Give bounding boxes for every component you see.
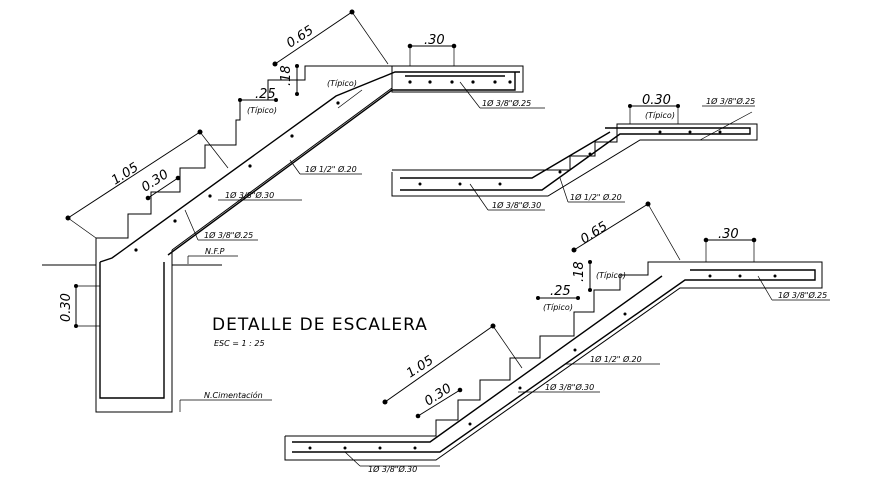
dim-18: .18: [279, 65, 294, 86]
callout-38-25-c: 1Ø 3/8"Ø.25: [706, 96, 755, 106]
dim-18b: .18: [572, 261, 587, 282]
tipico-4: (Típico): [543, 303, 573, 312]
step-profile: [96, 65, 392, 239]
middle-stair: 0.30 (Típico) 1Ø 3/8"Ø.25 1Ø 3/8"Ø.30 1Ø…: [391, 93, 758, 211]
dim-step-b: 0.30: [422, 381, 454, 409]
rebar-top: [99, 71, 520, 263]
rebar-bottom: [167, 72, 516, 256]
tipico-3: (Típico): [645, 111, 675, 120]
dim-line-030b: [417, 389, 461, 417]
top-landing: [391, 65, 524, 93]
drawing-title: DETALLE DE ESCALERA: [212, 315, 428, 335]
dim-line-030: [147, 177, 179, 199]
dim-line-065: [274, 11, 353, 65]
dim-mid30: 0.30: [642, 93, 671, 108]
left-stair: 1.05 0.30 0.65 .30 .25 (Típico) .18 (Típ…: [42, 9, 545, 413]
dim-105: 1.05: [109, 160, 141, 188]
callout-38-30-c: 1Ø 3/8"Ø.30: [545, 382, 594, 392]
dim-065b: 0.65: [578, 219, 610, 247]
callout-12-20-c: 1Ø 1/2" Ø.20: [590, 354, 642, 364]
callout-38-25-a: 1Ø 3/8"Ø.25: [482, 98, 531, 108]
tipico-5: (Típico): [596, 271, 626, 280]
dim-line-105b: [384, 325, 494, 403]
callout-38-25-b: 1Ø 3/8"Ø.25: [204, 230, 253, 240]
dim-top30: .30: [424, 33, 445, 48]
foundation-wall: [95, 238, 173, 413]
dim-25: .25: [255, 87, 276, 102]
callout-38-30-b: 1Ø 3/8"Ø.30: [492, 200, 541, 210]
dim-foot: 0.30: [59, 293, 74, 322]
level-ncim: N.Cimentación: [204, 390, 263, 400]
dim-bot30: .30: [718, 227, 739, 242]
bot-profile: [284, 261, 823, 461]
drawing-scale: ESC = 1 : 25: [214, 339, 265, 348]
tipico-2: (Típico): [327, 79, 357, 88]
slab-underside: [171, 87, 393, 251]
callout-38-25-d: 1Ø 3/8"Ø.25: [778, 290, 827, 300]
dim-line-105: [67, 131, 201, 219]
callout-12-20-a: 1Ø 1/2" Ø.20: [305, 164, 357, 174]
foundation-rebar: [99, 262, 165, 399]
callout-38-30-a: 1Ø 3/8"Ø.30: [225, 190, 274, 200]
rebar-mark: [337, 89, 363, 109]
bottom-stair: 1.05 0.30 0.65 .30 .25 (Típico) .18 (Típ…: [284, 201, 830, 474]
bot-rebar-2: [292, 275, 663, 443]
level-nfp: N.F.P: [205, 247, 225, 256]
callout-12-20-b: 1Ø 1/2" Ø.20: [570, 192, 622, 202]
dim-25b: .25: [550, 284, 571, 299]
mid-rebar-1: [400, 127, 751, 191]
dim-line-065b: [573, 203, 649, 251]
callout-38-30-d: 1Ø 3/8"Ø.30: [368, 464, 417, 473]
dim-step: 0.30: [139, 167, 171, 195]
mid-rebar-2: [400, 131, 611, 179]
bot-rebar-1: [292, 269, 816, 453]
tipico-1: (Típico): [247, 106, 277, 115]
mid-profile: [391, 123, 758, 197]
rebar-dots: [134, 80, 512, 252]
